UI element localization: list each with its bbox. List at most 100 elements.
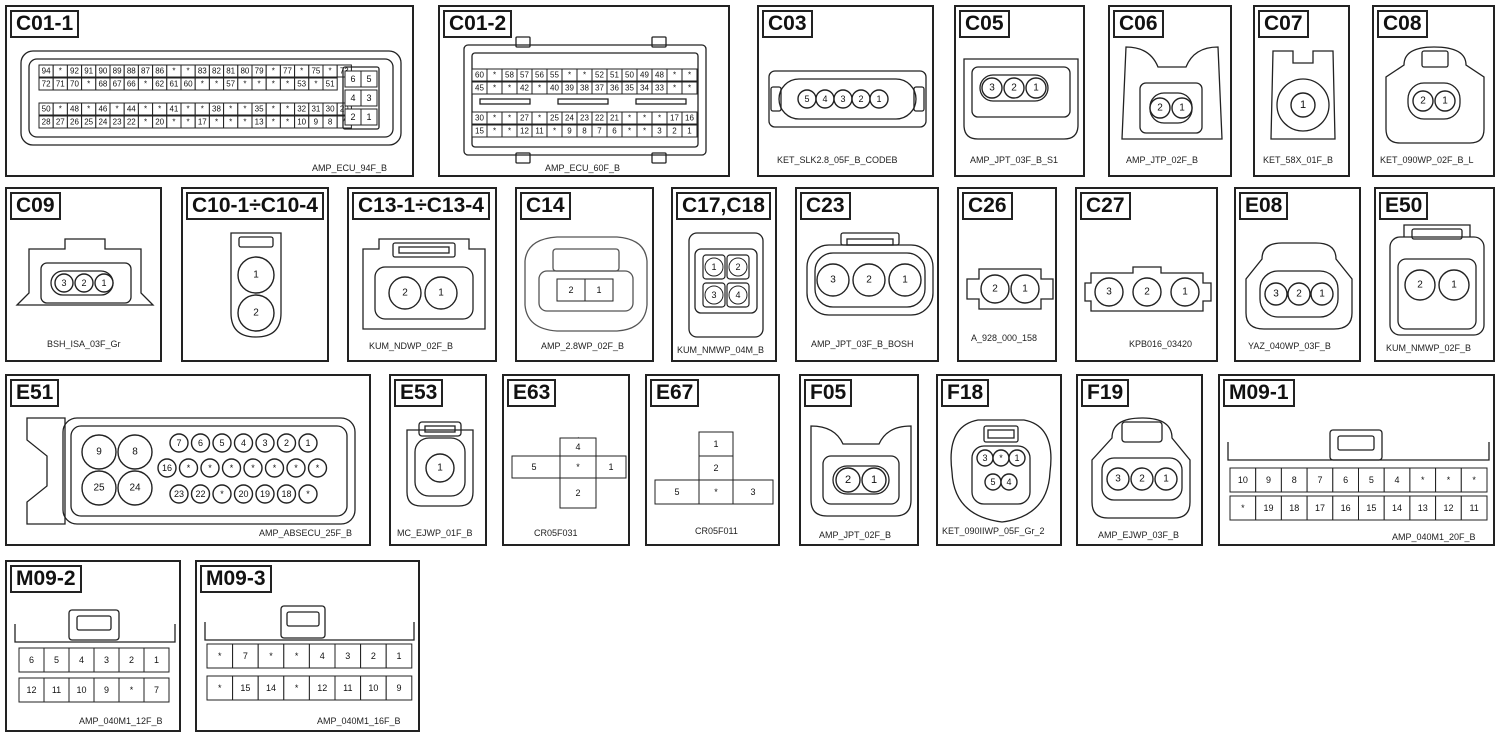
pin-label: 53 xyxy=(297,80,306,89)
pin-label: 86 xyxy=(155,67,164,76)
pin-label: * xyxy=(59,105,62,114)
pin-label: 4 xyxy=(350,93,355,103)
connector-label: C10-1÷C10-4 xyxy=(186,192,324,220)
pin-cavity xyxy=(81,470,117,506)
housing-outline xyxy=(238,236,274,248)
part-number: CR05F031 xyxy=(534,528,578,538)
pin-cavity xyxy=(1280,467,1308,493)
housing-outline xyxy=(374,266,474,320)
pin-cavity xyxy=(726,254,750,280)
pin-cavity xyxy=(1010,274,1040,304)
housing-outline xyxy=(471,52,699,148)
pin-label: 72 xyxy=(42,80,51,89)
pin-cavity xyxy=(360,89,378,107)
pin-label: 18 xyxy=(281,489,291,499)
housing-outline xyxy=(651,152,667,164)
pin-label: 19 xyxy=(1264,503,1274,513)
pin-label: 34 xyxy=(640,84,649,93)
pin-label: 87 xyxy=(141,67,150,76)
housing-outline xyxy=(28,58,394,138)
pin-label: 2 xyxy=(81,278,86,288)
housing-outline xyxy=(1270,50,1336,140)
connector-label: E67 xyxy=(650,379,700,407)
connector-label: C26 xyxy=(962,192,1013,220)
housing-outline xyxy=(70,425,348,517)
pin-cavity xyxy=(298,484,318,504)
part-number: KET_58X_01F_B xyxy=(1263,155,1334,165)
pin-label: * xyxy=(643,127,646,136)
pin-label: 23 xyxy=(113,118,122,127)
pin-label: 71 xyxy=(56,80,65,89)
pin-cavity xyxy=(1310,282,1334,306)
pin-label: 42 xyxy=(520,84,529,93)
housing-outline xyxy=(557,98,609,105)
pin-label: 24 xyxy=(98,118,107,127)
connector-e53: 1 E53 MC_EJWP_01F_B xyxy=(389,374,487,546)
pin-label: 20 xyxy=(155,118,164,127)
pin-label: 1 xyxy=(1033,83,1039,94)
pin-cavity xyxy=(200,458,220,478)
pin-label: * xyxy=(230,463,234,473)
connector-label: C23 xyxy=(800,192,851,220)
housing-outline xyxy=(950,419,1052,523)
connector-label: C14 xyxy=(520,192,571,220)
pin-label: 44 xyxy=(127,105,136,114)
housing-outline xyxy=(342,66,380,130)
pin-label: 2 xyxy=(1420,96,1426,107)
connector-label: M09-3 xyxy=(200,565,272,593)
pin-label: 12 xyxy=(26,685,36,695)
pin-label: * xyxy=(538,84,541,93)
pin-label: 3 xyxy=(830,275,836,286)
pin-cavity xyxy=(298,433,318,453)
pin-cavity xyxy=(835,467,861,493)
pin-cavity xyxy=(1460,495,1488,521)
housing-outline xyxy=(204,622,415,641)
housing-outline xyxy=(286,611,320,627)
housing-outline xyxy=(418,421,462,437)
pin-label: 17 xyxy=(670,114,679,123)
pin-label: 38 xyxy=(580,84,589,93)
pin-label: 6 xyxy=(612,127,617,136)
pin-label: 36 xyxy=(610,84,619,93)
pin-label: * xyxy=(243,118,246,127)
part-number: AMP_ECU_60F_B xyxy=(545,163,621,173)
pin-label: 2 xyxy=(575,488,580,498)
pin-label: 8 xyxy=(1292,475,1297,485)
connector-label: C01-2 xyxy=(443,10,513,38)
pin-cavity xyxy=(584,278,614,302)
pin-label: * xyxy=(187,67,190,76)
pin-label: 2 xyxy=(350,112,355,122)
pin-label: 92 xyxy=(70,67,79,76)
part-number: KET_090WP_02F_B_L xyxy=(1380,155,1474,165)
pin-cavity xyxy=(388,276,422,310)
housing-outline xyxy=(1403,224,1471,237)
pin-label: 48 xyxy=(655,71,664,80)
housing-outline xyxy=(62,417,356,525)
pin-label: 38 xyxy=(212,105,221,114)
pin-label: 4 xyxy=(575,442,580,452)
pin-label: * xyxy=(688,71,691,80)
pin-cavity xyxy=(1306,495,1334,521)
connector-label: F19 xyxy=(1081,379,1130,407)
pin-label: 24 xyxy=(565,114,574,123)
pin-cavity xyxy=(1132,277,1162,307)
housing-outline xyxy=(1421,50,1449,68)
pin-label: * xyxy=(187,118,190,127)
pin-label: 1 xyxy=(1014,453,1019,463)
part-number: CR05F011 xyxy=(695,526,738,536)
connector-label: C05 xyxy=(959,10,1010,38)
housing-outline xyxy=(40,262,132,304)
housing-outline xyxy=(963,58,1079,140)
connector-label: E08 xyxy=(1239,192,1289,220)
connector-label: F18 xyxy=(941,379,990,407)
pin-label: 1 xyxy=(1442,96,1448,107)
housing-outline xyxy=(770,86,782,112)
pin-label: 3 xyxy=(989,83,995,94)
pin-label: 91 xyxy=(84,67,93,76)
pin-label: 49 xyxy=(640,71,649,80)
pin-label: 15 xyxy=(1366,503,1376,513)
pin-label: * xyxy=(295,683,299,693)
